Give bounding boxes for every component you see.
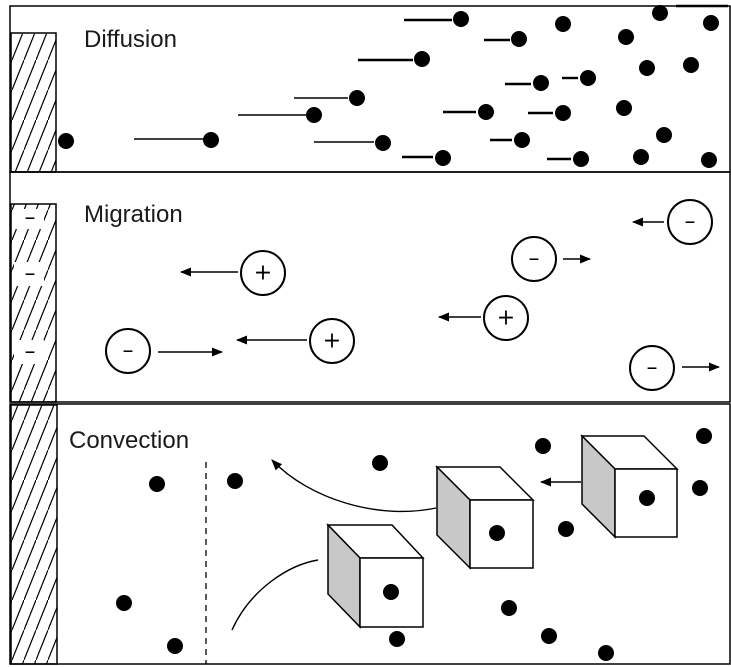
particle (703, 15, 719, 31)
particle (656, 127, 672, 143)
anion-sign: – (685, 210, 696, 235)
migration-panel-frame (9, 171, 731, 403)
convection-title: Convection (69, 427, 189, 454)
diffusion-title: Diffusion (84, 26, 177, 53)
convection-electrode (10, 404, 58, 665)
particle (414, 51, 430, 67)
convection-panel-frame (9, 403, 731, 665)
anion-sign: – (647, 356, 658, 381)
cation-sign: + (323, 329, 341, 354)
particle (375, 135, 391, 151)
migration-panel: – – – Migration + + + – – (9, 171, 731, 403)
migration-electrode (10, 203, 57, 403)
particle (203, 132, 219, 148)
diffusion-particles (58, 4, 728, 168)
particle (533, 75, 549, 91)
particle (692, 480, 708, 496)
particle (639, 490, 655, 506)
particle (683, 57, 699, 73)
volume-element-cube (435, 465, 535, 570)
particle (633, 149, 649, 165)
migration-title: Migration (84, 201, 183, 228)
particle (149, 476, 165, 492)
particle (652, 5, 668, 21)
particle (306, 107, 322, 123)
particle (639, 60, 655, 76)
particle (514, 132, 530, 148)
electrode-charge-mask (14, 262, 44, 286)
particle (116, 595, 132, 611)
particle (701, 152, 717, 168)
particle (598, 645, 614, 661)
particle (558, 521, 574, 537)
particle (555, 105, 571, 121)
anion-ion: – (629, 345, 721, 391)
convection-flow-line (231, 559, 319, 631)
anion-sign: – (529, 247, 540, 272)
cation-sign: + (497, 306, 515, 331)
electrode-charge-symbol: – (25, 262, 36, 287)
particle (372, 455, 388, 471)
particle (616, 100, 632, 116)
anion-ion: – (511, 236, 592, 282)
electrode-charge-mask (14, 209, 44, 229)
anion-ion: – (631, 199, 713, 245)
particle (167, 638, 183, 654)
anion-sign: – (123, 339, 134, 364)
particle (696, 428, 712, 444)
particle (541, 628, 557, 644)
particle (453, 11, 469, 27)
anion-ion: – (105, 328, 224, 374)
particle (227, 473, 243, 489)
electrode-charge-symbol: – (25, 206, 36, 231)
convection-particles (116, 428, 712, 661)
cation-ion: + (437, 295, 529, 341)
particle (511, 31, 527, 47)
particle (618, 29, 634, 45)
particle (389, 631, 405, 647)
particle (573, 151, 589, 167)
particle (489, 525, 505, 541)
convection-flow-arrow (271, 459, 437, 513)
particle (535, 438, 551, 454)
diffusion-electrode (10, 32, 57, 173)
electrode-charge-mask (14, 340, 44, 364)
diffusion-panel: Diffusion (9, 4, 731, 173)
particle (555, 16, 571, 32)
volume-element-cube (326, 523, 425, 629)
electrode-charge-symbol: – (25, 340, 36, 365)
particle (501, 600, 517, 616)
particle (383, 584, 399, 600)
convection-panel: Convection (9, 403, 731, 665)
particle (435, 150, 451, 166)
particle (349, 90, 365, 106)
particle (580, 70, 596, 86)
cation-ion: + (235, 318, 355, 364)
cation-sign: + (254, 261, 272, 286)
volume-element-cube (580, 434, 679, 539)
cation-ion: + (179, 250, 286, 296)
particle (58, 133, 74, 149)
particle (478, 104, 494, 120)
